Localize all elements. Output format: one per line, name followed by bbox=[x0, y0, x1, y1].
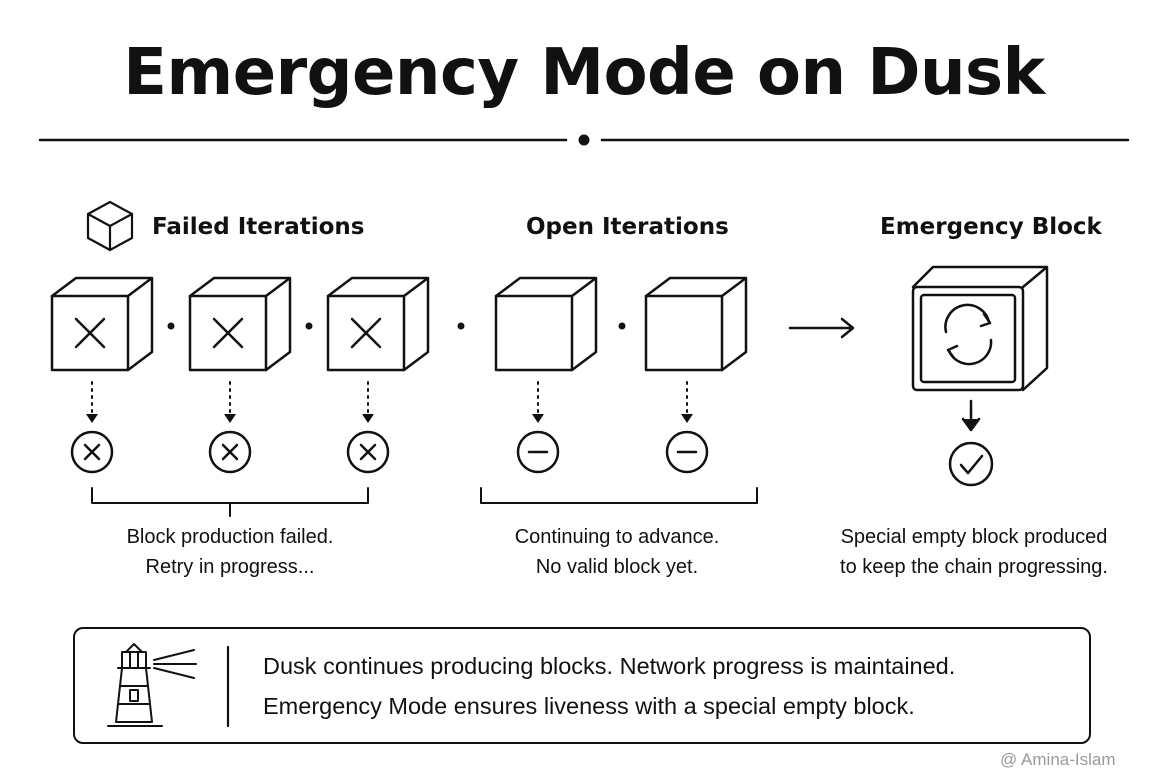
watermark: @ Amina-Islam bbox=[1000, 750, 1116, 769]
failed-iterations-heading: Failed Iterations bbox=[152, 214, 365, 240]
x-mark-icon bbox=[74, 317, 106, 349]
right-arrow-icon bbox=[788, 317, 855, 339]
check-circle-icon bbox=[948, 441, 994, 487]
failed-block-2 bbox=[188, 276, 292, 372]
info-line-2: Emergency Mode ensures liveness with a s… bbox=[263, 693, 915, 719]
x-circle-icon bbox=[70, 430, 114, 474]
refresh-icon bbox=[944, 303, 993, 366]
open-caption: Continuing to advance. No valid block ye… bbox=[467, 522, 767, 582]
lighthouse-icon bbox=[107, 643, 197, 727]
info-line-1: Dusk continues producing blocks. Network… bbox=[263, 653, 956, 679]
x-circle-icon bbox=[208, 430, 252, 474]
emergency-block bbox=[911, 265, 1049, 392]
open-iterations-heading: Open Iterations bbox=[526, 214, 729, 240]
info-text: Dusk continues producing blocks. Network… bbox=[263, 646, 955, 726]
page-title: Emergency Mode on Dusk bbox=[123, 36, 1045, 110]
failed-bracket bbox=[91, 487, 369, 517]
caption-line: No valid block yet. bbox=[535, 556, 699, 578]
info-box bbox=[73, 627, 1091, 744]
open-block-2 bbox=[644, 276, 748, 372]
caption-line: Continuing to advance. bbox=[514, 526, 720, 548]
x-mark-icon bbox=[350, 317, 382, 349]
chain-dots bbox=[167, 322, 626, 330]
x-mark-icon bbox=[212, 317, 244, 349]
caption-line: Retry in progress... bbox=[145, 556, 315, 578]
failed-caption: Block production failed. Retry in progre… bbox=[80, 522, 380, 582]
caption-line: Special empty block produced bbox=[840, 526, 1108, 548]
title-divider bbox=[38, 134, 1130, 146]
minus-circle-icon bbox=[665, 430, 709, 474]
minus-circle-icon bbox=[516, 430, 560, 474]
x-circle-icon bbox=[346, 430, 390, 474]
open-bracket bbox=[480, 487, 758, 504]
caption-line: Block production failed. bbox=[126, 526, 334, 548]
down-arrow-icon bbox=[961, 399, 981, 432]
arrow-heads bbox=[86, 414, 693, 423]
cube-icon bbox=[86, 200, 134, 252]
failed-block-1 bbox=[50, 276, 154, 372]
dotted-arrow bbox=[91, 381, 688, 415]
failed-block-3 bbox=[326, 276, 430, 372]
emergency-block-heading: Emergency Block bbox=[880, 214, 1102, 240]
open-block-1 bbox=[494, 276, 598, 372]
caption-line: to keep the chain progressing. bbox=[840, 556, 1108, 578]
emergency-caption: Special empty block produced to keep the… bbox=[822, 522, 1126, 582]
